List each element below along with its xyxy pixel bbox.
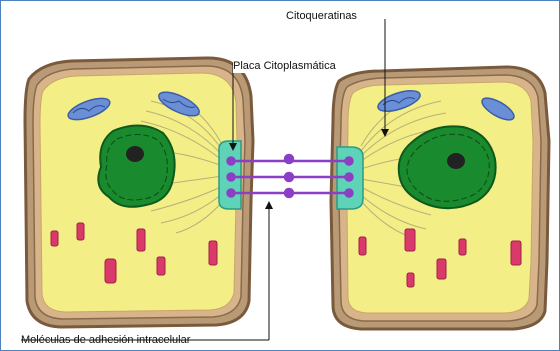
label-citoqueratinas: Citoqueratinas — [286, 10, 357, 23]
nucleus-left — [98, 125, 174, 206]
left-cell — [25, 58, 253, 327]
right-cell — [331, 67, 549, 329]
label-moleculas-adhesion: Moléculas de adhesión intracelular — [21, 334, 190, 347]
label-placa-citoplasmatica: Placa Citoplasmática — [233, 60, 336, 73]
